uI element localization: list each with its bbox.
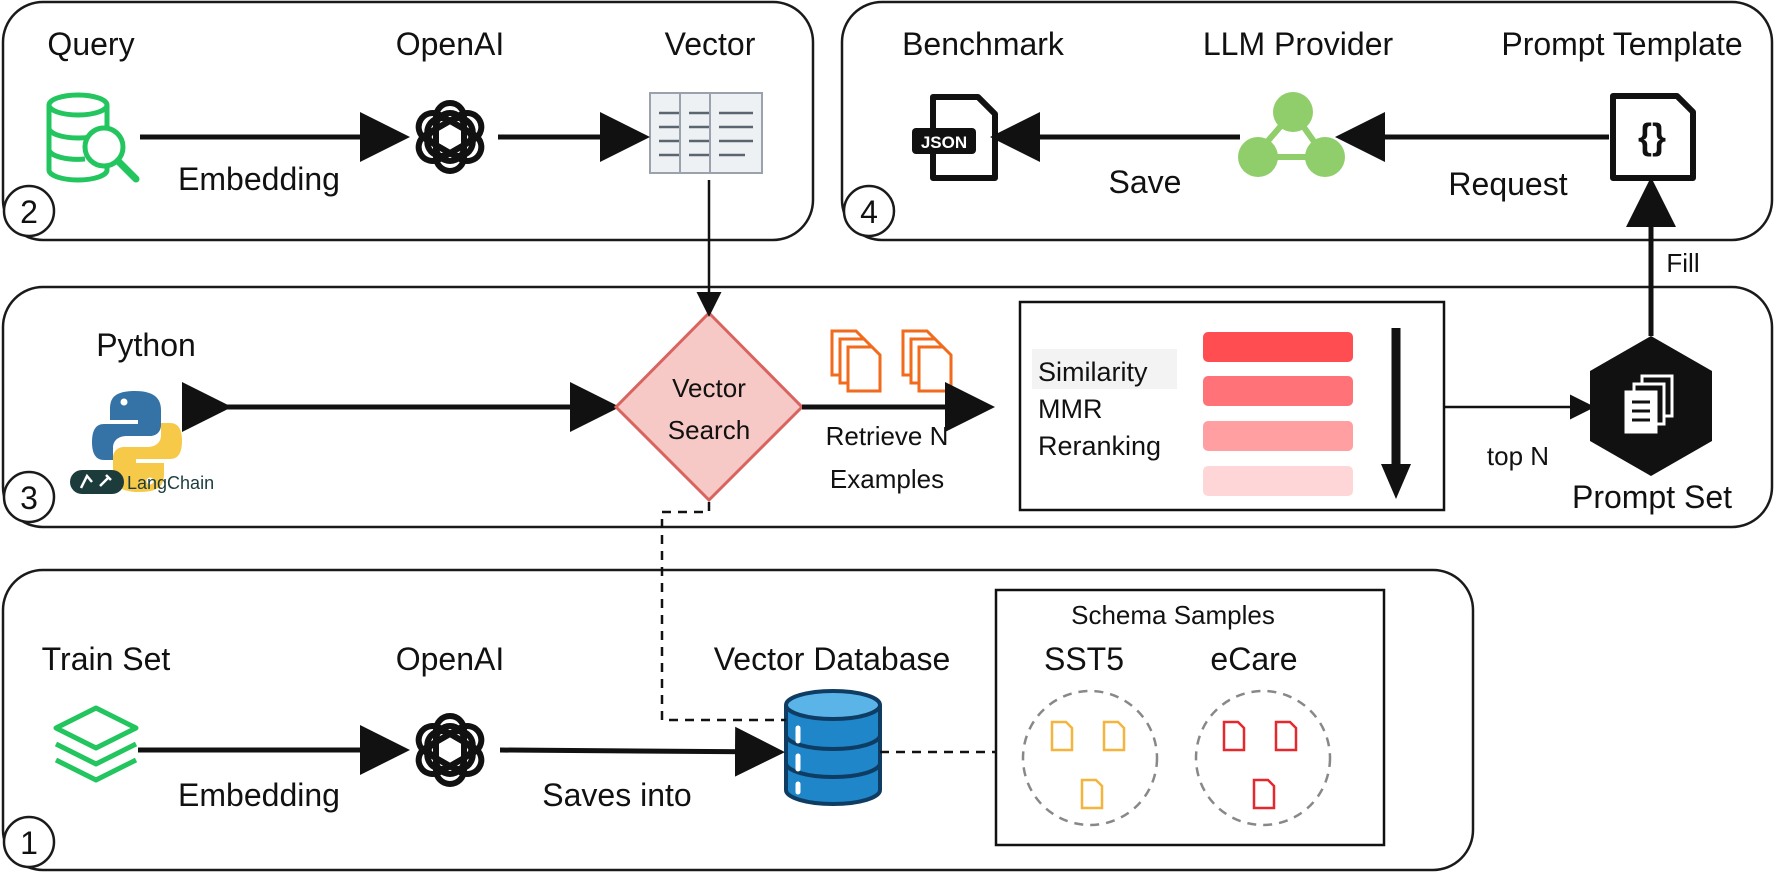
openai-icon-top bbox=[415, 100, 485, 174]
panel-2-number-circle bbox=[2, 184, 56, 238]
saves-into-arrow bbox=[499, 726, 785, 777]
json-icon-text: JSON bbox=[921, 133, 967, 152]
sst5-cluster bbox=[1021, 689, 1159, 827]
saves-into-label: Saves into bbox=[542, 777, 691, 813]
panel-1-number: 1 bbox=[20, 825, 38, 861]
vector-search-diamond bbox=[613, 310, 805, 503]
prompt-set-icon bbox=[1590, 336, 1712, 476]
llm-provider-icon bbox=[1238, 92, 1345, 177]
panel-1-number-circle bbox=[2, 815, 56, 869]
sst5-label: SST5 bbox=[1044, 641, 1124, 677]
vector-search-line2: Search bbox=[668, 415, 750, 445]
prompt-template-label: Prompt Template bbox=[1501, 26, 1742, 62]
rank-order-arrow-head bbox=[1381, 464, 1411, 499]
schema-samples-title: Schema Samples bbox=[1071, 600, 1275, 630]
sst5-doc-icons bbox=[1050, 720, 1126, 810]
panel-3-number-circle bbox=[2, 470, 56, 524]
save-label: Save bbox=[1109, 164, 1182, 200]
ecare-doc-icons bbox=[1222, 720, 1298, 810]
vector-search-line1: Vector bbox=[672, 373, 746, 403]
query-label: Query bbox=[47, 26, 134, 62]
panel-2: 2 Query OpenAI Vector bbox=[1, 0, 815, 242]
openai-label-bottom: OpenAI bbox=[396, 641, 505, 677]
layers-icon bbox=[53, 705, 139, 783]
openai-label-top: OpenAI bbox=[396, 26, 505, 62]
langchain-label: LangChain bbox=[127, 473, 214, 493]
embedding-label-bottom: Embedding bbox=[178, 777, 340, 813]
vector-documents-icon bbox=[649, 92, 763, 174]
template-icon-text: {} bbox=[1638, 116, 1666, 157]
openai-icon-bottom bbox=[415, 713, 485, 787]
similarity-highlight bbox=[1032, 349, 1177, 389]
rank-bar-3 bbox=[1203, 421, 1353, 451]
json-file-icon: JSON bbox=[912, 94, 998, 181]
panel-4-number-circle bbox=[842, 184, 896, 238]
search-to-database-dashed-link bbox=[660, 502, 786, 722]
vector-label: Vector bbox=[665, 26, 756, 62]
retrieve-label-line2: Examples bbox=[830, 464, 944, 494]
retrieved-docs-icon bbox=[830, 329, 953, 393]
retrieve-label-line1: Retrieve N bbox=[826, 421, 949, 451]
panel-3-number: 3 bbox=[20, 480, 38, 516]
top-n-label: top N bbox=[1487, 441, 1549, 471]
python-icon bbox=[92, 391, 182, 492]
rank-bar-4 bbox=[1203, 466, 1353, 496]
vector-database-label: Vector Database bbox=[714, 641, 951, 677]
train-set-label: Train Set bbox=[42, 641, 171, 677]
rank-bar-2 bbox=[1203, 376, 1353, 406]
panel-4: 4 Benchmark LLM Provider Prompt Template… bbox=[840, 0, 1774, 242]
ecare-label: eCare bbox=[1210, 641, 1297, 677]
embedding-label-top: Embedding bbox=[178, 161, 340, 197]
benchmark-label: Benchmark bbox=[902, 26, 1065, 62]
request-label: Request bbox=[1448, 166, 1567, 202]
llm-provider-label: LLM Provider bbox=[1203, 26, 1394, 62]
similarity-label: Similarity bbox=[1038, 357, 1148, 387]
template-file-icon: {} bbox=[1610, 93, 1696, 181]
panel-4-number: 4 bbox=[860, 194, 878, 230]
reranking-label: Reranking bbox=[1038, 431, 1161, 461]
ecare-cluster bbox=[1194, 689, 1332, 827]
database-search-icon bbox=[46, 92, 140, 183]
langchain-logo: LangChain bbox=[70, 470, 214, 494]
python-label: Python bbox=[96, 327, 196, 363]
rank-bar-1 bbox=[1203, 332, 1353, 362]
prompt-set-label: Prompt Set bbox=[1572, 479, 1732, 515]
panel-3: 3 Python LangChain Vector Search bbox=[1, 285, 1774, 529]
fill-label: Fill bbox=[1666, 248, 1699, 278]
mmr-label: MMR bbox=[1038, 394, 1102, 424]
vector-database-icon bbox=[784, 689, 882, 806]
panel-2-number: 2 bbox=[20, 194, 38, 230]
schema-samples-box bbox=[994, 588, 1386, 847]
